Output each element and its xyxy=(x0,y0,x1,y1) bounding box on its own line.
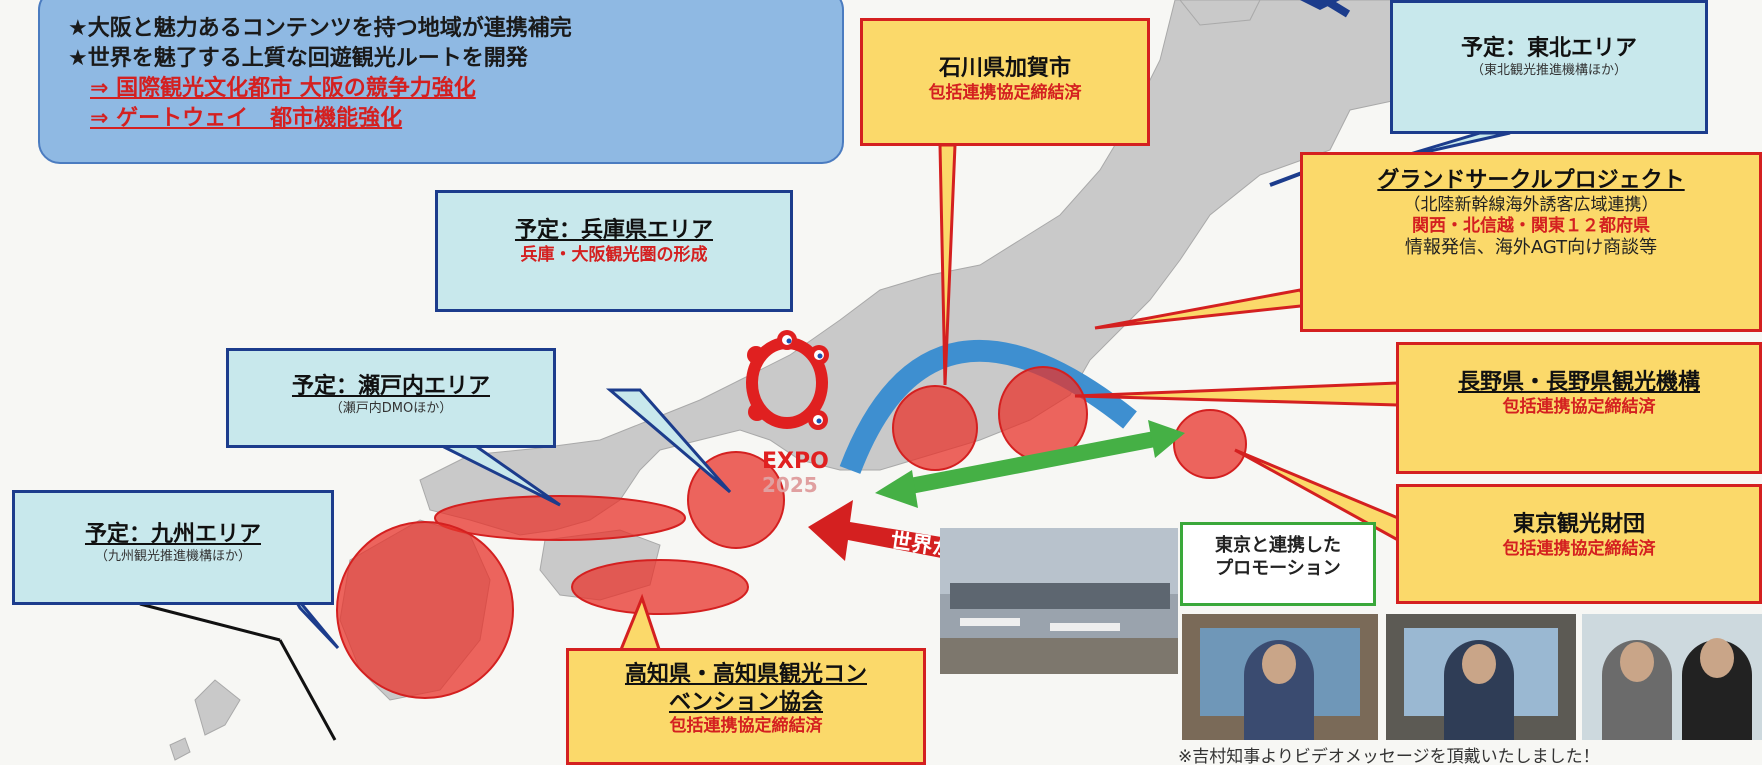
region-kyushu xyxy=(336,521,514,699)
region-setouchi xyxy=(434,495,686,541)
intro-panel: ★大阪と魅力あるコンテンツを持つ地域が連携補完 ★世界を魅了する上質な回遊観光ル… xyxy=(38,0,844,164)
region-tokyo xyxy=(1173,409,1247,479)
highlight-regions xyxy=(336,366,1247,699)
route-arc xyxy=(839,339,1137,474)
box-setouchi: 予定：瀬戸内エリア （瀬戸内DMOほか） xyxy=(226,348,556,448)
expo-year: 2025 xyxy=(762,473,818,497)
box-ishikawa: 石川県加賀市 包括連携協定締結済 xyxy=(860,18,1150,146)
expo-word: EXPO xyxy=(762,449,829,474)
video-photo-1 xyxy=(1182,614,1378,740)
kyushu-title: 予定：九州エリア xyxy=(84,522,261,547)
kochi-status: 包括連携協定締結済 xyxy=(669,716,823,736)
box-nagano: 長野県・長野県観光機構 包括連携協定締結済 xyxy=(1396,342,1762,474)
green-double-arrow xyxy=(875,420,1185,508)
grand-desc: 情報発信、海外AGT向け商談等 xyxy=(1404,237,1658,258)
small-island xyxy=(169,737,191,761)
ishikawa-status: 包括連携協定締結済 xyxy=(928,82,1082,103)
airport-photo xyxy=(940,528,1178,674)
tokyo-status: 包括連携協定締結済 xyxy=(1502,538,1656,559)
tokyo-title: 東京観光財団 xyxy=(1512,512,1645,537)
pointer-hyogo xyxy=(605,388,732,494)
tohoku-sub: （東北観光推進機構ほか） xyxy=(1470,62,1627,78)
kochi-title-2: ベンション協会 xyxy=(668,689,823,715)
top-blue-mark xyxy=(1322,0,1351,18)
expo-logo xyxy=(746,330,829,430)
black-line-a xyxy=(139,602,281,642)
box-kochi: 高知県・高知県観光コン ベンション協会 包括連携協定締結済 xyxy=(566,648,926,765)
nagano-title: 長野県・長野県観光機構 xyxy=(1457,370,1700,395)
region-ishikawa xyxy=(892,385,978,471)
honshu-shape xyxy=(419,0,1471,536)
grand-title: グランドサークルプロジェクト xyxy=(1377,168,1685,193)
grand-red: 関西・北信越・関東１２都府県 xyxy=(1412,215,1650,236)
intro-line-1: ★大阪と魅力あるコンテンツを持つ地域が連携補完 xyxy=(68,16,572,41)
intro-link-1[interactable]: ⇒ 国際観光文化都市 大阪の競争力強化 xyxy=(90,76,476,101)
callout-pointers xyxy=(288,0,1511,654)
region-kochi xyxy=(571,559,749,615)
box-grand-circle: グランドサークルプロジェクト （北陸新幹線海外誘客広域連携） 関西・北信越・関東… xyxy=(1300,152,1762,332)
kochi-title-1: 高知県・高知県観光コン xyxy=(624,662,867,687)
ishikawa-title: 石川県加賀市 xyxy=(938,56,1071,81)
hyogo-red: 兵庫・大阪観光圏の形成 xyxy=(520,244,708,265)
box-kyushu: 予定：九州エリア （九州観光推進機構ほか） xyxy=(12,490,334,605)
setouchi-sub: （瀬戸内DMOほか） xyxy=(329,400,453,416)
black-line-b xyxy=(278,639,337,741)
intro-link-2[interactable]: ⇒ ゲートウェイ 都市機能強化 xyxy=(90,106,403,131)
box-tokyo: 東京観光財団 包括連携協定締結済 xyxy=(1396,484,1762,604)
hyogo-title: 予定：兵庫県エリア xyxy=(514,218,713,243)
box-tokyo-promotion: 東京と連携した プロモーション xyxy=(1180,522,1376,606)
okinawa-island xyxy=(194,679,241,736)
promo-line-2: プロモーション xyxy=(1215,557,1341,579)
tohoku-title: 予定：東北エリア xyxy=(1460,36,1637,61)
setouchi-title: 予定：瀬戸内エリア xyxy=(291,374,490,399)
hokkaido-edge xyxy=(1179,0,1261,26)
video-photo-3 xyxy=(1582,614,1762,740)
video-photo-2 xyxy=(1386,614,1576,740)
grand-sub: （北陸新幹線海外誘客広域連携） xyxy=(1403,194,1659,215)
nagano-status: 包括連携協定締結済 xyxy=(1502,396,1656,417)
box-hyogo: 予定：兵庫県エリア 兵庫・大阪観光圏の形成 xyxy=(435,190,793,312)
kyushu-sub: （九州観光推進機構ほか） xyxy=(94,548,251,564)
intro-line-2: ★世界を魅了する上質な回遊観光ルートを開発 xyxy=(68,46,528,71)
footnote: ※吉村知事よりビデオメッセージを頂戴いたしました！ xyxy=(1178,747,1600,765)
box-tohoku: 予定：東北エリア （東北観光推進機構ほか） xyxy=(1390,0,1708,134)
promo-line-1: 東京と連携した xyxy=(1215,535,1341,556)
